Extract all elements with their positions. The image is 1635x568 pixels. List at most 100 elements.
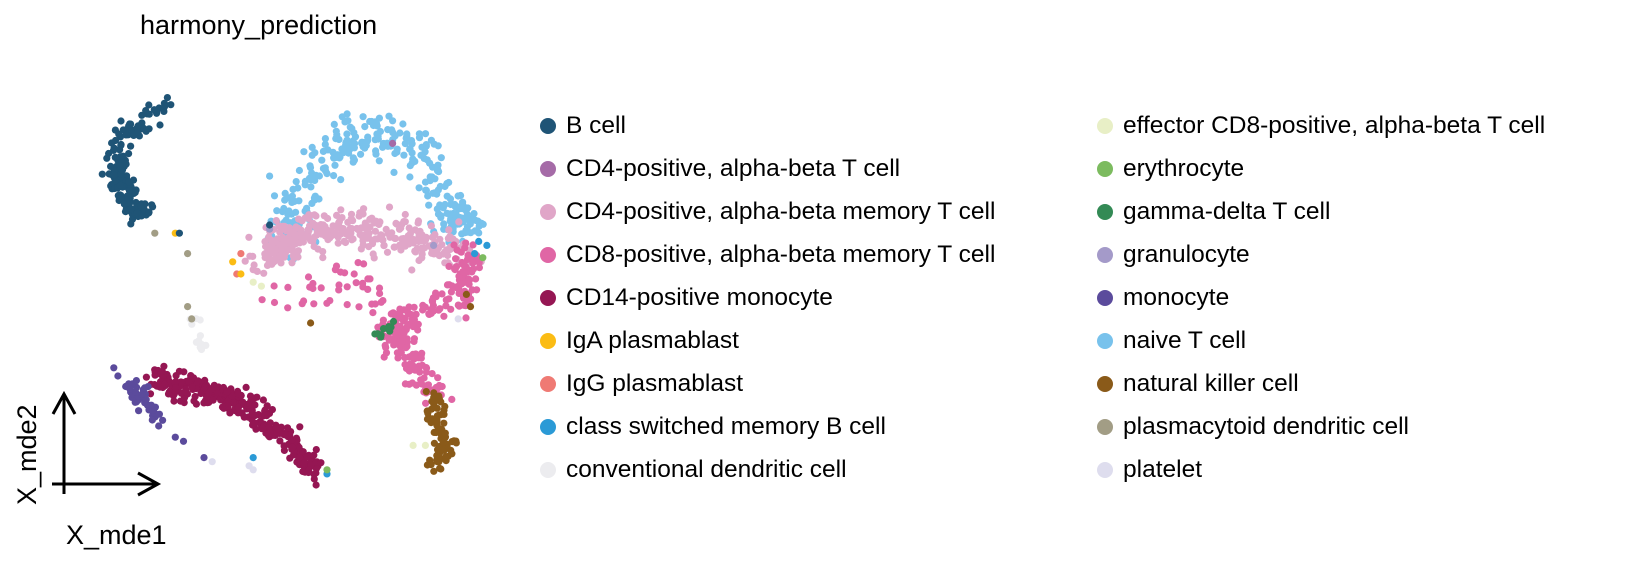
scatter-point xyxy=(125,178,133,186)
scatter-point xyxy=(266,172,274,180)
scatter-point xyxy=(312,223,320,231)
scatter-point xyxy=(371,300,379,308)
scatter-point xyxy=(389,139,397,147)
scatter-point xyxy=(471,216,480,224)
scatter-point xyxy=(300,297,308,305)
scatter-point xyxy=(380,242,388,250)
scatter-point xyxy=(116,162,124,170)
legend-label: platelet xyxy=(1123,455,1203,483)
scatter-point xyxy=(451,203,460,211)
scatter-point xyxy=(436,235,444,243)
scatter-point xyxy=(462,314,470,322)
scatter-point xyxy=(428,305,436,313)
scatter-point xyxy=(151,229,159,237)
legend-marker xyxy=(1097,117,1113,134)
scatter-point xyxy=(281,431,289,439)
scatter-point xyxy=(452,255,460,263)
scatter-point xyxy=(241,257,249,265)
scatter-point xyxy=(422,233,430,241)
scatter-point xyxy=(330,172,338,180)
scatter-point xyxy=(310,211,318,219)
scatter-point xyxy=(350,129,358,137)
scatter-point xyxy=(307,319,315,327)
scatter-point xyxy=(126,385,134,393)
scatter-point xyxy=(151,371,159,379)
scatter-point xyxy=(337,206,345,214)
scatter-point xyxy=(430,467,438,475)
legend-label: effector CD8-positive, alpha-beta T cell xyxy=(1123,111,1546,139)
scatter-point xyxy=(226,409,234,417)
scatter-point xyxy=(249,454,257,462)
scatter-point xyxy=(133,209,141,217)
scatter-point xyxy=(250,261,258,269)
scatter-point xyxy=(218,403,227,411)
legend-item: platelet xyxy=(1097,448,1545,491)
scatter-point xyxy=(376,289,384,298)
legend-label: naive T cell xyxy=(1123,326,1247,354)
scatter-point xyxy=(465,276,473,284)
scatter-point xyxy=(179,437,188,445)
legend-item: gamma-delta T cell xyxy=(1097,190,1545,233)
scatter-point xyxy=(458,205,466,213)
scatter-point xyxy=(360,260,368,268)
scatter-point xyxy=(446,217,454,225)
scatter-point xyxy=(276,437,284,445)
scatter-point xyxy=(272,245,280,253)
scatter-point xyxy=(329,222,337,230)
scatter-point xyxy=(298,229,306,237)
scatter-point xyxy=(433,416,441,424)
scatter-point xyxy=(185,377,193,386)
scatter-point xyxy=(357,150,365,158)
scatter-point xyxy=(250,394,259,402)
scatter-point xyxy=(192,400,200,408)
scatter-point xyxy=(134,122,142,130)
scatter-point xyxy=(322,167,330,175)
scatter-point xyxy=(455,218,463,226)
scatter-point xyxy=(479,254,487,262)
scatter-point xyxy=(284,283,292,291)
scatter-point xyxy=(249,421,257,429)
scatter-point xyxy=(397,224,405,232)
scatter-point xyxy=(249,466,257,474)
scatter-point xyxy=(142,127,150,135)
scatter-point xyxy=(323,466,331,474)
scatter-point xyxy=(334,239,342,247)
scatter-point xyxy=(396,241,404,249)
scatter-point xyxy=(436,305,444,313)
scatter-point xyxy=(151,366,159,374)
scatter-point xyxy=(149,203,157,211)
scatter-point xyxy=(462,290,470,298)
scatter-point xyxy=(359,113,367,121)
scatter-plot xyxy=(51,94,491,497)
scatter-point xyxy=(466,303,475,311)
scatter-point xyxy=(401,140,409,148)
scatter-point xyxy=(459,198,467,206)
scatter-point xyxy=(452,211,460,219)
scatter-point xyxy=(343,301,351,309)
scatter-point xyxy=(435,381,443,390)
legend-label: IgG plasmablast xyxy=(566,369,744,397)
scatter-point xyxy=(445,281,453,289)
scatter-point xyxy=(299,467,307,476)
scatter-point xyxy=(310,475,318,483)
scatter-point xyxy=(312,446,320,454)
scatter-point xyxy=(308,175,316,183)
legend-item: class switched memory B cell xyxy=(540,405,995,448)
scatter-point xyxy=(272,217,280,225)
scatter-point xyxy=(266,242,274,250)
scatter-point xyxy=(400,329,408,337)
scatter-point xyxy=(259,396,267,404)
scatter-point xyxy=(111,136,120,145)
scatter-point xyxy=(369,250,377,258)
scatter-point xyxy=(160,103,169,111)
scatter-point xyxy=(98,170,106,178)
legend-marker xyxy=(540,461,556,478)
scatter-point xyxy=(295,215,303,223)
scatter-point xyxy=(251,411,259,420)
scatter-point xyxy=(324,236,332,244)
scatter-point xyxy=(352,279,360,287)
legend-marker xyxy=(1097,375,1113,392)
legend-label: class switched memory B cell xyxy=(566,412,886,440)
scatter-point xyxy=(441,402,449,411)
